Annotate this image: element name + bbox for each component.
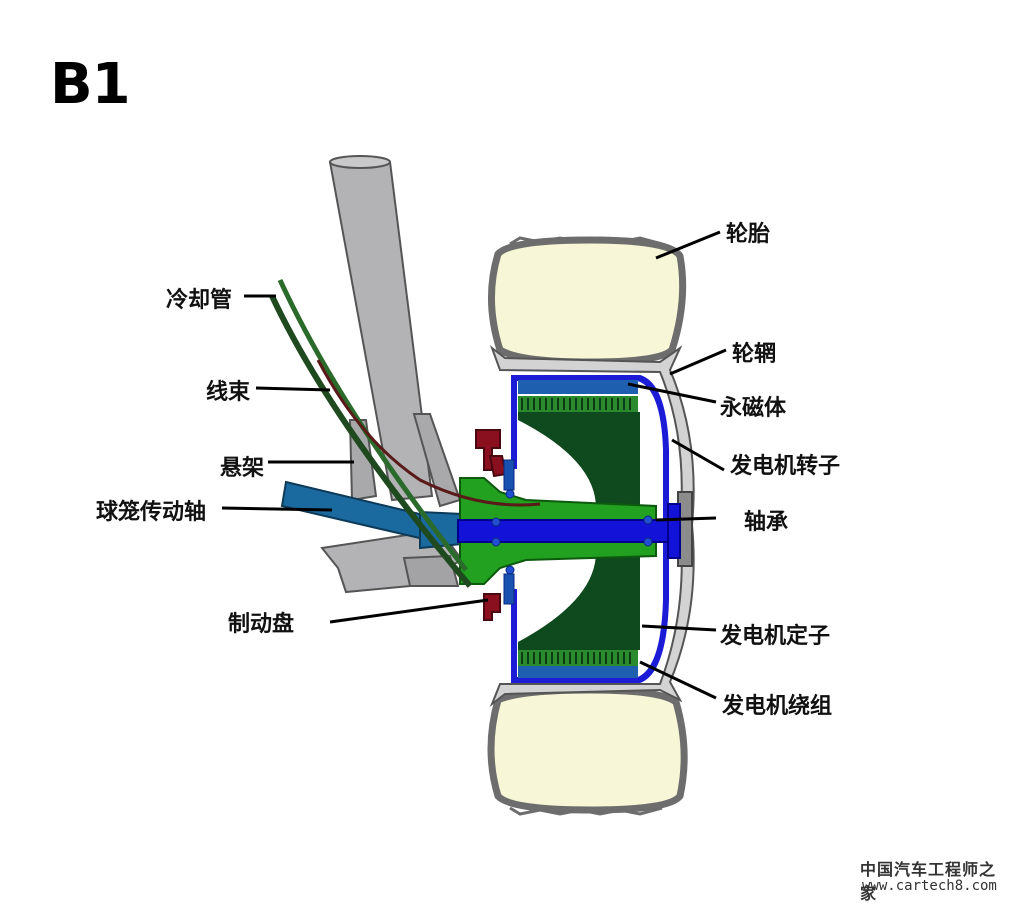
label-tire: 轮胎 (726, 222, 771, 247)
label-bearing: 轴承 (744, 510, 789, 535)
tire-bottom (487, 686, 688, 816)
label-cv-drive-shaft: 球笼传动轴 (96, 500, 207, 525)
leader-lines (221, 230, 727, 700)
shaft-flange (667, 503, 681, 559)
generator-stator-bottom (518, 552, 640, 650)
permanent-magnet-bottom (518, 666, 638, 678)
label-generator-stator: 发电机定子 (720, 624, 831, 649)
label-permanent-magnet: 永磁体 (720, 396, 787, 421)
generator-rotor (511, 375, 669, 683)
label-rim: 轮辋 (732, 342, 777, 367)
watermark-url: www.cartech8.com (862, 878, 997, 894)
label-brake-disc: 制动盘 (228, 612, 295, 637)
generator-winding (518, 396, 638, 666)
brake-disc (475, 429, 515, 621)
cooling-pipe (269, 278, 473, 588)
label-suspension: 悬架 (220, 456, 265, 481)
bearing (491, 489, 653, 575)
label-generator-winding: 发电机绕组 (722, 694, 833, 719)
watermark-site-name: 中国汽车工程师之家 (860, 860, 997, 903)
tire-top (488, 236, 687, 366)
permanent-magnet-top (518, 380, 638, 394)
axle-shaft (457, 519, 675, 543)
label-generator-rotor: 发电机转子 (730, 454, 841, 479)
generator-stator-top (518, 412, 640, 508)
label-cooling-pipe: 冷却管 (166, 288, 233, 313)
diagram-title: B1 (50, 52, 131, 117)
label-wire-harness: 线束 (206, 380, 251, 405)
wire-harness (316, 359, 541, 507)
